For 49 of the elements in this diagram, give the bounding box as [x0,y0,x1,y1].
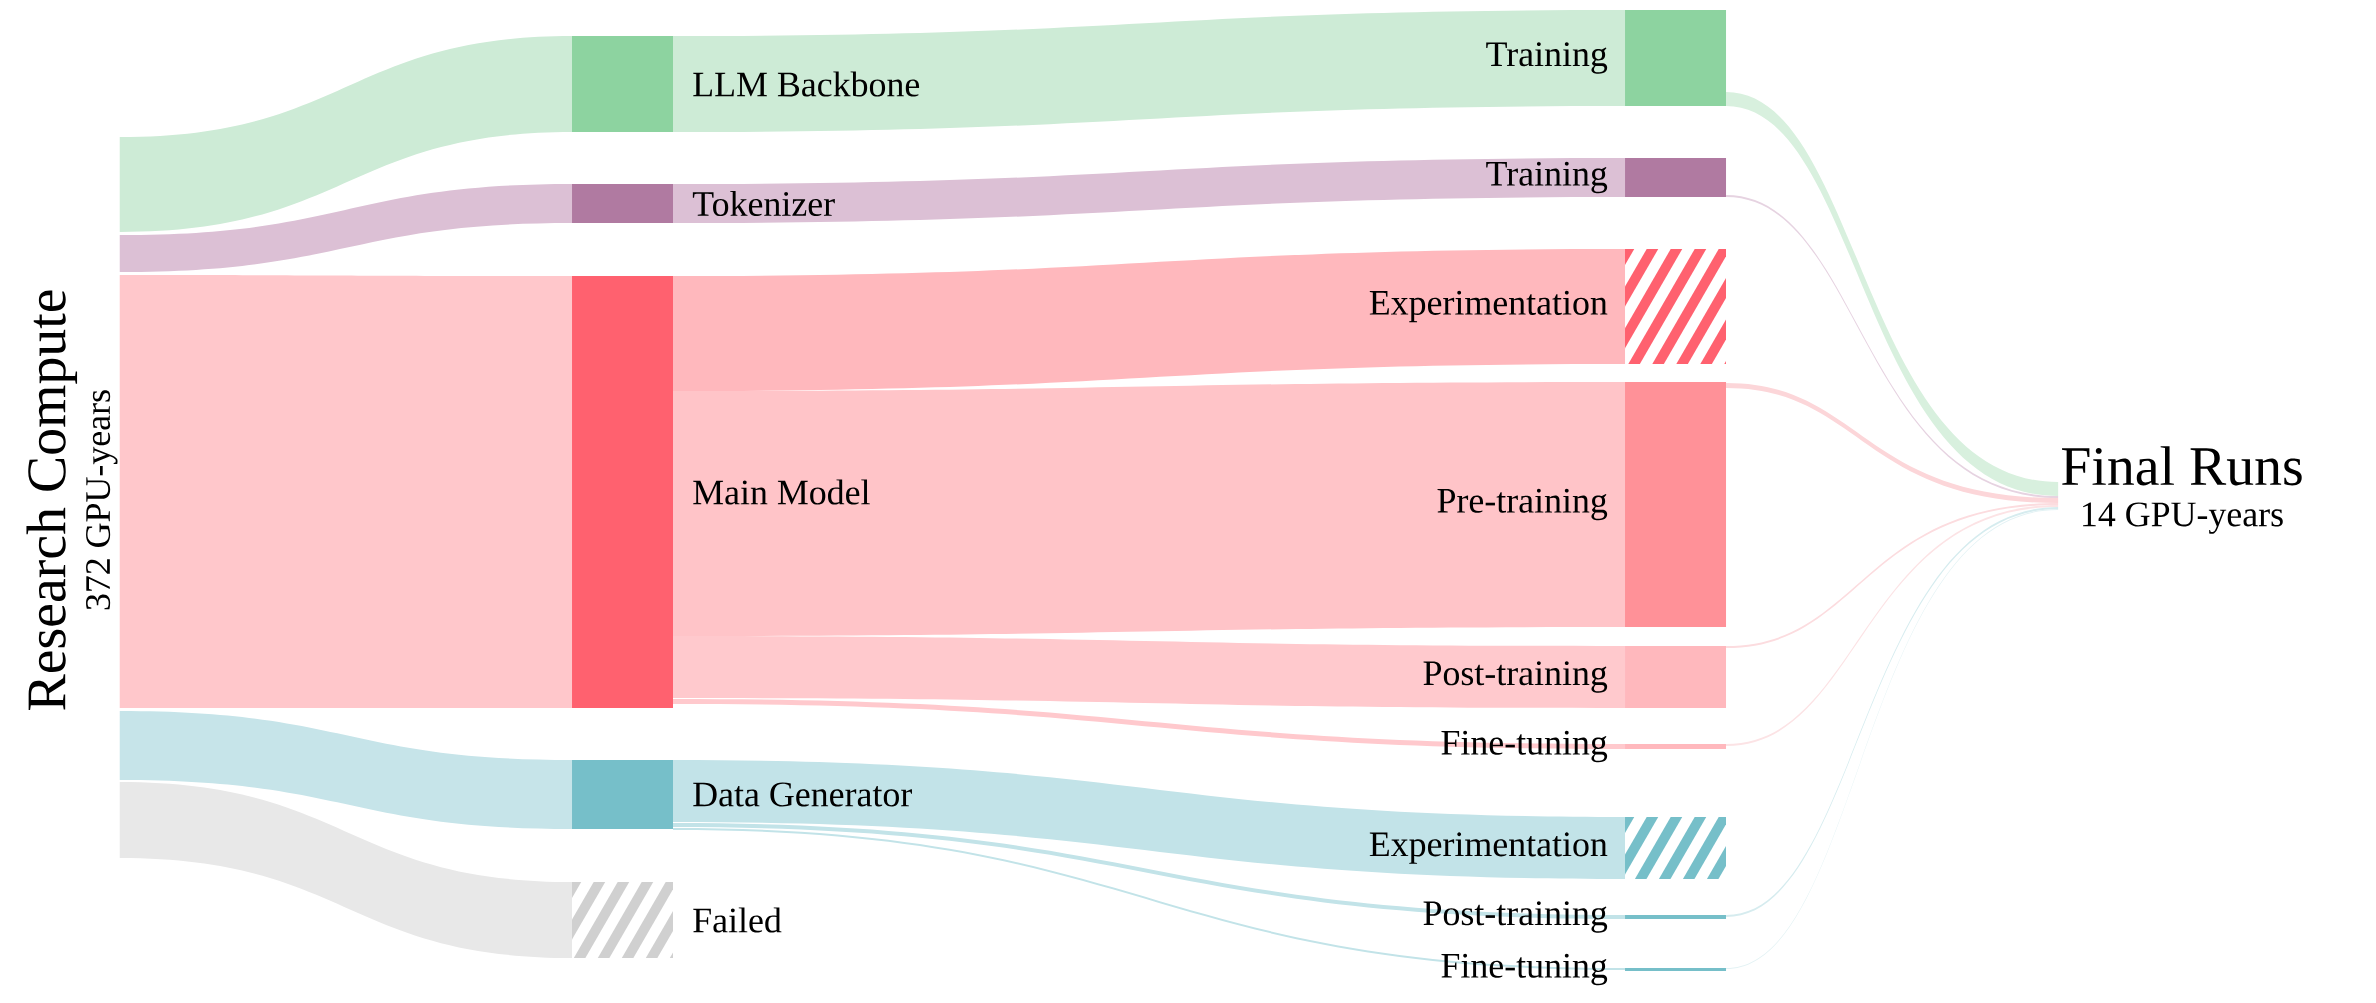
flow-band [1726,92,2059,496]
bar-label: Experimentation [1369,290,1608,323]
flow-band [673,823,1625,919]
bar-label: Training [1486,161,1608,194]
flow-band [119,782,572,958]
bar-label: Post-training [1423,661,1608,693]
bar-label: Fine-tuning [1441,953,1608,986]
bar-label: Training [1486,42,1608,74]
bar-label: LLM Backbone [693,71,920,97]
bar-label: Data Generator [693,782,912,807]
sankey-bar [1625,968,1726,971]
bar-label: Experimentation [1369,832,1608,864]
flow-band [673,10,1625,132]
sankey-bar [572,184,673,223]
flow-band [1726,503,2059,648]
flow-band [119,711,572,829]
sankey-bar [1625,744,1726,749]
flow-band [1726,195,2059,498]
sankey-bar [1625,646,1726,708]
flow-band [673,249,1625,391]
bar-label: Main Model [693,479,870,505]
flow-band [673,158,1625,223]
hatched-bar [1625,249,1726,364]
hatched-bar [1625,817,1726,879]
source-label: Research Compute 372 GPU-years [26,290,118,710]
sankey-bar [572,276,673,708]
bar-label: Pre-training [1437,488,1608,521]
sankey-bar [572,36,673,132]
sankey-bar [1625,915,1726,919]
flow-band [673,828,1625,970]
sankey-bar [1625,158,1726,197]
sankey-bar [572,760,673,829]
flow-band [119,184,572,272]
flow-band [673,760,1625,879]
hatched-bar [572,882,673,958]
flow-band [119,36,572,232]
bar-label: Fine-tuning [1441,730,1608,763]
bar-label: Tokenizer [692,190,835,217]
flow-band [673,699,1625,749]
target-label: Final Runs 14 GPU-years [2061,446,2302,534]
flow-band [673,382,1625,636]
flow-band [1726,505,2059,746]
flow-band [1726,383,2059,503]
sankey-bar [1625,10,1726,106]
sankey-bar [1625,382,1726,627]
flow-band [673,636,1625,708]
flow-band [119,275,572,708]
bar-label: Post-training [1423,901,1608,933]
bar-label: Failed [693,907,782,933]
